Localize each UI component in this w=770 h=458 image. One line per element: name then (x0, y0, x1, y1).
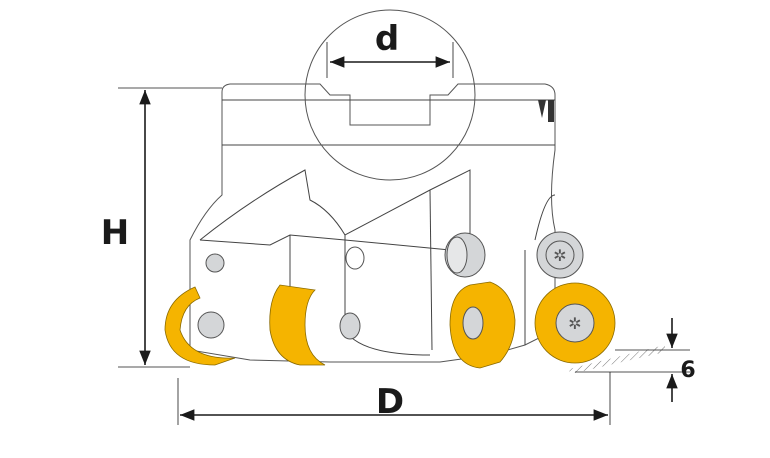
cutter-diameter-label: D (376, 382, 404, 422)
insert-1 (164, 286, 236, 366)
torx-screw-icon (462, 306, 484, 340)
screw-hole-icon (205, 253, 225, 273)
height-label: H (101, 213, 129, 253)
torx-screw-icon (555, 303, 595, 343)
screw-hole-icon (339, 312, 361, 340)
depth-of-cut-label: 6 (680, 358, 695, 383)
brand-logo (538, 100, 546, 118)
bore-diameter-label: d (375, 19, 399, 59)
svg-text:✲: ✲ (568, 314, 581, 333)
dimension-lines (118, 42, 690, 425)
workpiece-hatch (565, 345, 665, 373)
screw-holes: ✲ (197, 231, 584, 340)
svg-text:✲: ✲ (553, 246, 566, 265)
round-inserts: ✲ (164, 281, 616, 369)
screw-hole-icon (345, 246, 365, 270)
insert-2 (269, 284, 326, 366)
screw-hole-icon (197, 311, 225, 339)
